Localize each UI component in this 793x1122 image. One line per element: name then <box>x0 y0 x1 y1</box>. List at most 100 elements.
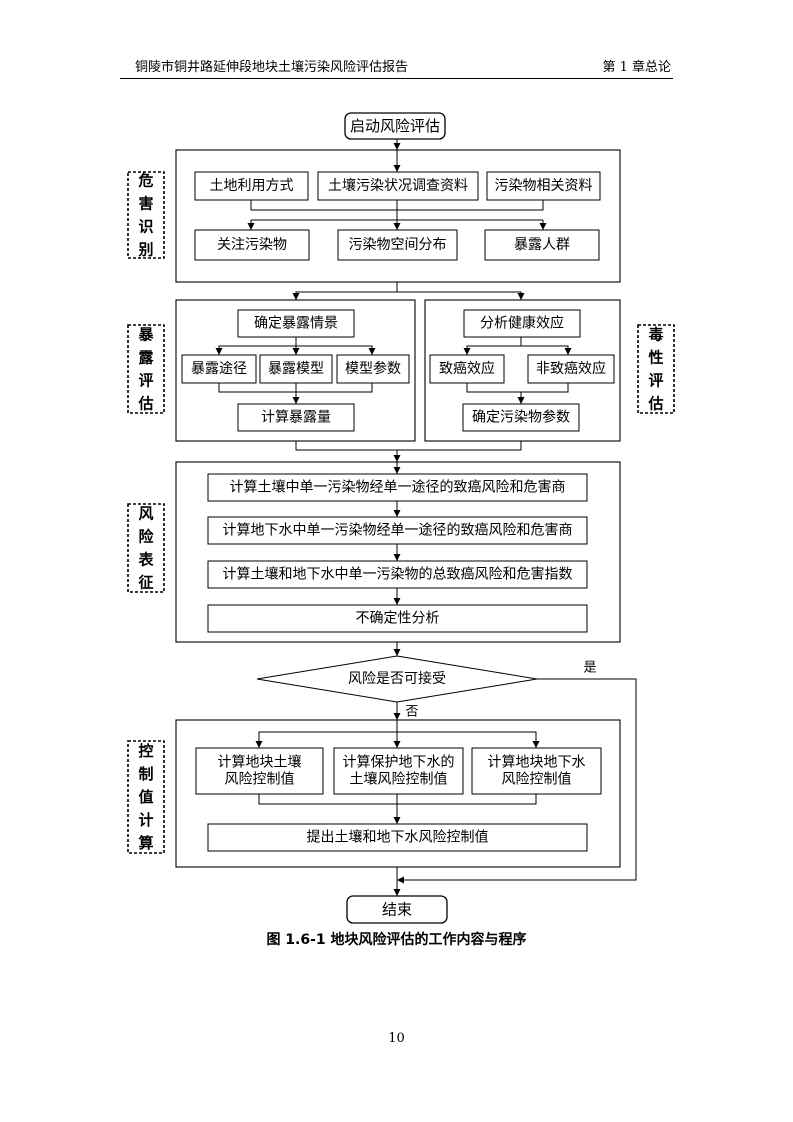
control-bottom-text: 提出土壤和地下水风险控制值 <box>307 829 489 846</box>
toxicity-item-0-text: 致癌效应 <box>439 360 495 377</box>
control-frame <box>175 719 621 868</box>
report-title: 铜陵市铜井路延伸段地块土壤污染风险评估报告 <box>135 60 409 75</box>
decision-diamond <box>256 655 538 703</box>
exposure-label-char: 露 <box>138 349 154 367</box>
exposure-item-2-box <box>336 354 410 384</box>
decision-text: 风险是否可接受 <box>348 670 446 687</box>
risk-step-3-text: 不确定性分析 <box>356 611 440 627</box>
control-item-1-text: 土壤风险控制值 <box>350 771 448 788</box>
risk-label-char: 表 <box>138 551 154 569</box>
hazard-input-1-box <box>317 171 479 201</box>
connector-line <box>521 345 572 355</box>
control-item-1-box <box>333 747 464 795</box>
page-number: 10 <box>388 1031 405 1046</box>
control-label-char: 制 <box>138 765 153 783</box>
risk-step-0-box <box>207 473 588 502</box>
exposure-bottom-box <box>237 403 355 432</box>
control-item-0-text: 计算地块土壤 <box>218 754 302 771</box>
decision-no-label: 否 <box>405 705 418 720</box>
risk-label-char: 风 <box>138 505 153 523</box>
control-item-0-box <box>195 747 324 795</box>
risk-label-box <box>127 503 165 593</box>
risk-step-3-box <box>207 604 588 633</box>
connector-line <box>466 383 569 393</box>
exposure-label-char: 暴 <box>138 326 154 344</box>
connector-line <box>296 345 376 355</box>
toxicity-item-0-box <box>429 354 505 384</box>
hazard-input-2-box <box>486 171 601 201</box>
risk-step-2-box <box>207 560 588 589</box>
risk-step-1-text: 计算地下水中单一污染物经单一途径的致癌风险和危害商 <box>223 522 573 539</box>
control-item-0-text: 风险控制值 <box>225 772 295 788</box>
figure-caption: 图 1.6-1 地块风险评估的工作内容与程序 <box>266 932 527 948</box>
hazard-label-char: 识 <box>138 218 153 236</box>
connector-line <box>255 720 398 748</box>
exposure-label-box <box>127 324 165 414</box>
hazard-output-0-text: 关注污染物 <box>217 237 287 253</box>
hazard-label-char: 危 <box>138 172 153 190</box>
risk-label-char: 征 <box>138 574 153 592</box>
control-item-2-text: 风险控制值 <box>502 772 572 788</box>
toxicity-label-char: 评 <box>648 372 663 390</box>
exposure-label-char: 估 <box>137 395 153 413</box>
connector-line <box>295 441 522 451</box>
risk-label-char: 险 <box>138 528 154 546</box>
toxicity-bottom-text: 确定污染物参数 <box>472 409 570 426</box>
exposure-item-0-box <box>181 354 257 384</box>
control-item-2-text: 计算地块地下水 <box>488 755 586 771</box>
exposure-bottom-text: 计算暴露量 <box>261 410 331 426</box>
hazard-output-1-text: 污染物空间分布 <box>349 237 447 253</box>
header-rule <box>120 78 673 79</box>
toxicity-frame <box>424 299 621 442</box>
exposure-item-1-text: 暴露模型 <box>268 361 324 377</box>
decision-yes-label: 是 <box>583 661 596 676</box>
control-label-char: 值 <box>138 788 153 806</box>
control-item-1-text: 计算保护地下水的 <box>343 755 455 771</box>
toxicity-top-text: 分析健康效应 <box>480 315 564 332</box>
connector-line <box>397 731 540 748</box>
hazard-input-0-text: 土地利用方式 <box>210 178 294 194</box>
risk-step-0-text: 计算土壤中单一污染物经单一途径的致癌风险和危害商 <box>230 479 566 496</box>
toxicity-label-box <box>637 324 675 414</box>
toxicity-label-char: 性 <box>648 349 663 367</box>
connector-line <box>397 291 525 300</box>
hazard-input-1-text: 土壤污染状况调查资料 <box>328 177 468 194</box>
control-label-char: 计 <box>138 811 153 829</box>
start-node-box <box>344 112 446 140</box>
exposure-frame <box>175 299 416 442</box>
connector-line <box>215 337 297 355</box>
control-label-box <box>127 740 165 854</box>
risk-step-2-text: 计算土壤和地下水中单一污染物的总致癌风险和危害指数 <box>223 566 573 583</box>
toxicity-top-box <box>463 309 581 338</box>
toxicity-bottom-box <box>462 403 580 432</box>
risk-frame <box>175 461 621 643</box>
hazard-output-1-box <box>337 229 458 261</box>
hazard-output-2-text: 暴露人群 <box>514 237 570 253</box>
toxicity-label-char: 估 <box>647 395 663 413</box>
start-node-text: 启动风险评估 <box>350 117 440 135</box>
chapter-title: 第 1 章总论 <box>602 60 671 75</box>
control-item-2-box <box>471 747 602 795</box>
hazard-frame <box>175 149 621 283</box>
hazard-input-0-box <box>194 171 309 201</box>
toxicity-item-1-text: 非致癌效应 <box>536 360 606 377</box>
control-bottom-box <box>207 823 588 852</box>
end-node-box <box>346 895 448 924</box>
end-node-text: 结束 <box>382 901 412 919</box>
hazard-label-box <box>127 171 165 259</box>
toxicity-item-1-box <box>527 354 615 384</box>
control-label-char: 算 <box>138 834 153 852</box>
exposure-item-0-text: 暴露途径 <box>191 360 247 377</box>
connector-line <box>463 337 522 355</box>
exposure-item-1-box <box>259 354 333 384</box>
exposure-top-text: 确定暴露情景 <box>254 316 338 332</box>
exposure-label-char: 评 <box>138 372 153 390</box>
hazard-input-2-text: 污染物相关资料 <box>495 178 593 194</box>
hazard-output-2-box <box>484 229 600 261</box>
hazard-label-char: 害 <box>138 195 153 213</box>
exposure-item-2-text: 模型参数 <box>345 360 401 377</box>
control-label-char: 控 <box>138 742 153 760</box>
toxicity-label-char: 毒 <box>648 326 663 344</box>
risk-step-1-box <box>207 516 588 545</box>
